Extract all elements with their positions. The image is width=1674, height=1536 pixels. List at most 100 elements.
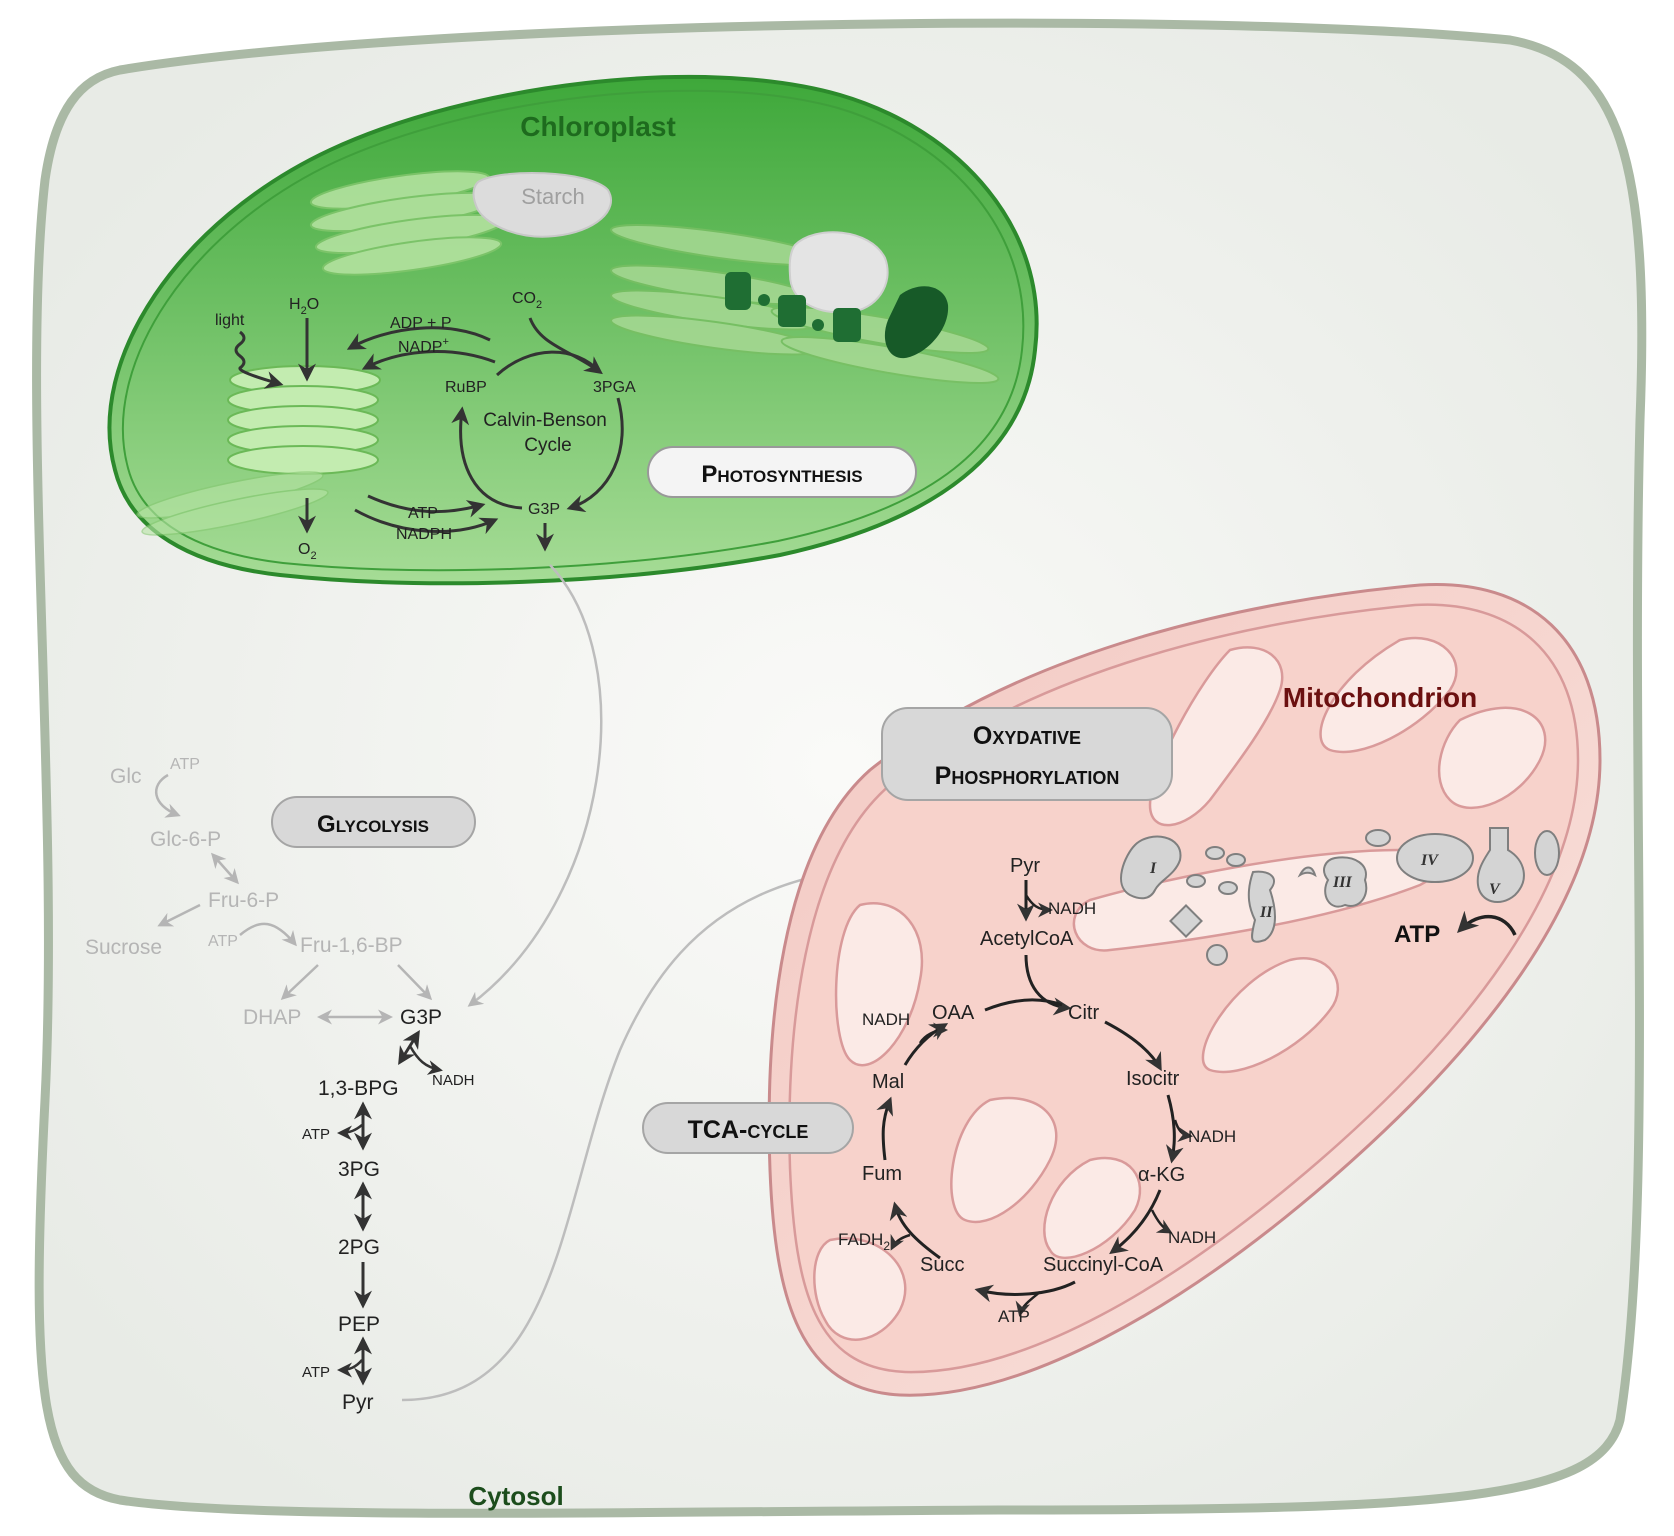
atp-synthesis-label: ATP bbox=[1394, 921, 1440, 948]
g3p-transport-curve bbox=[467, 564, 603, 1007]
starch-granule bbox=[472, 171, 612, 238]
complex-i-shape bbox=[1120, 835, 1182, 900]
photosynthesis-pill bbox=[647, 446, 917, 498]
isocitr-label: Isocitr bbox=[1126, 1068, 1180, 1090]
tca-pill bbox=[642, 1102, 854, 1154]
sucrose-arrow bbox=[157, 903, 201, 927]
complex-ii-label: II bbox=[1259, 904, 1273, 921]
dhap-label: DHAP bbox=[243, 1006, 301, 1029]
nadh-akg-arrow bbox=[1150, 1209, 1173, 1234]
h2o-label: H2O bbox=[289, 296, 319, 317]
complex-v-shape bbox=[1476, 827, 1525, 904]
cytochrome-c-top bbox=[1365, 829, 1391, 847]
fadh2-arrow bbox=[890, 1233, 911, 1251]
atp-synthase-head bbox=[1534, 830, 1560, 876]
photosystem-complexes bbox=[725, 272, 949, 359]
oxphos-pill-line1: Oxydative bbox=[973, 722, 1081, 750]
fum-label: Fum bbox=[862, 1163, 902, 1185]
glc-arrow bbox=[154, 773, 181, 818]
3pg-label: 3PG bbox=[338, 1158, 380, 1181]
bpg13-label: 1,3-BPG bbox=[318, 1077, 399, 1100]
glycolysis-pill-label: Glycolysis bbox=[317, 811, 429, 838]
nadh-mal-arrow bbox=[918, 1022, 948, 1044]
cristae bbox=[813, 636, 1547, 1341]
nadh-glyc-label: NADH bbox=[432, 1072, 475, 1089]
calvin-cycle-line2: Cycle bbox=[524, 435, 572, 456]
atp-glyc-label1: ATP bbox=[302, 1126, 330, 1143]
fru6p-fru16bp-arrow bbox=[239, 922, 297, 947]
fum-mal-arc bbox=[876, 1096, 894, 1161]
calvin-arc-left bbox=[451, 406, 523, 510]
fru16bp-g3p-arrow bbox=[397, 964, 433, 1001]
atp-synthesis-arrow bbox=[1457, 910, 1517, 936]
chloroplast-title: Chloroplast bbox=[520, 111, 676, 142]
glc-label: Glc bbox=[110, 765, 142, 788]
atp-label: ATP bbox=[408, 505, 438, 522]
nadh-mal-label: NADH bbox=[862, 1010, 910, 1029]
cytochrome-c-small bbox=[1297, 866, 1317, 878]
atp-tca-label: ATP bbox=[998, 1307, 1030, 1326]
co2-arrow bbox=[528, 317, 603, 375]
succcoa-label: Succinyl-CoA bbox=[1043, 1254, 1164, 1276]
succcoa-succ-arc bbox=[974, 1280, 1076, 1303]
calvin-arc-right bbox=[566, 397, 624, 513]
complex-iv-label: IV bbox=[1420, 852, 1439, 869]
atp-tca-arrow bbox=[1015, 1291, 1041, 1317]
sucrose-label: Sucrose bbox=[85, 936, 162, 959]
atp-glyc-label2: ATP bbox=[302, 1364, 330, 1381]
ubiquinone-shape-4 bbox=[1218, 881, 1238, 895]
nadh-pyr-arrow bbox=[1024, 894, 1053, 918]
acetylcoa-label: AcetylCoA bbox=[980, 928, 1074, 950]
oxphos-pill-line2: Phosphorylation bbox=[935, 762, 1120, 790]
nadh-akg-label: NADH bbox=[1168, 1228, 1216, 1247]
g3p-bpg-arrow bbox=[398, 1029, 420, 1066]
oxphos-pill bbox=[881, 707, 1173, 801]
ubiquinone-shape-1 bbox=[1205, 846, 1225, 860]
nadp-return-arrow bbox=[361, 350, 496, 370]
akg-label: α-KG bbox=[1138, 1164, 1185, 1186]
light-squiggle bbox=[234, 330, 284, 389]
isocitr-akg-arc bbox=[1165, 1094, 1184, 1164]
cytochrome-c-shape bbox=[1206, 944, 1228, 966]
acetylcoa-citr-arrow bbox=[1024, 954, 1072, 1016]
nadh-isocitr-label: NADH bbox=[1188, 1127, 1236, 1146]
atp-arrow bbox=[367, 494, 486, 518]
complex-iii-shape bbox=[1323, 856, 1368, 908]
citr-label: Citr bbox=[1068, 1002, 1099, 1024]
succ-fum-arc bbox=[889, 1201, 941, 1260]
cytosol-title: Cytosol bbox=[468, 1481, 563, 1511]
ubiquinone-shape-3 bbox=[1186, 874, 1206, 888]
light-label: light bbox=[215, 312, 245, 329]
fadh2-label: FADH2 bbox=[838, 1230, 890, 1253]
fru16bp-dhap-arrow bbox=[280, 964, 319, 1001]
nadh-pyr-label: NADH bbox=[1048, 899, 1096, 918]
atp-fru-label: ATP bbox=[208, 933, 238, 950]
complex-i-label: I bbox=[1149, 860, 1157, 877]
adp-p-label: ADP + P bbox=[390, 315, 452, 332]
mitochondrion-title: Mitochondrion bbox=[1283, 682, 1477, 713]
nadph-label: NADPH bbox=[396, 526, 452, 543]
nadh-isocitr-arrow bbox=[1173, 1119, 1193, 1142]
etc-complexes bbox=[1120, 827, 1560, 966]
glc6p-fru6p-arrow bbox=[211, 852, 239, 885]
nadp-label: NADP+ bbox=[398, 336, 449, 356]
calvin-cycle-line1: Calvin-Benson bbox=[483, 410, 607, 431]
complex-iv-shape bbox=[1396, 833, 1474, 883]
complex-v-label: V bbox=[1489, 881, 1501, 898]
co2-label: CO2 bbox=[512, 290, 542, 311]
2pg-label: 2PG bbox=[338, 1236, 380, 1259]
grana-bottom bbox=[136, 471, 329, 536]
mal-label: Mal bbox=[872, 1071, 904, 1093]
citr-isocitr-arc bbox=[1104, 1020, 1162, 1072]
rubp-label: RuBP bbox=[445, 379, 487, 396]
mitochondrion: Mitochondrion Oxydative Phosphorylation … bbox=[642, 582, 1602, 1397]
starch-label: Starch bbox=[521, 184, 585, 209]
ubiquinone-shape-2 bbox=[1226, 853, 1246, 867]
akg-succcoa-arc bbox=[1109, 1189, 1162, 1255]
glycolysis: Glycolysis Glc ATP Glc-6-P Fru-6-P Sucro… bbox=[85, 756, 476, 1414]
oaa-label: OAA bbox=[932, 1002, 975, 1024]
nadh-glyc-arrow bbox=[408, 1045, 443, 1075]
atp-glc-label: ATP bbox=[170, 756, 200, 773]
